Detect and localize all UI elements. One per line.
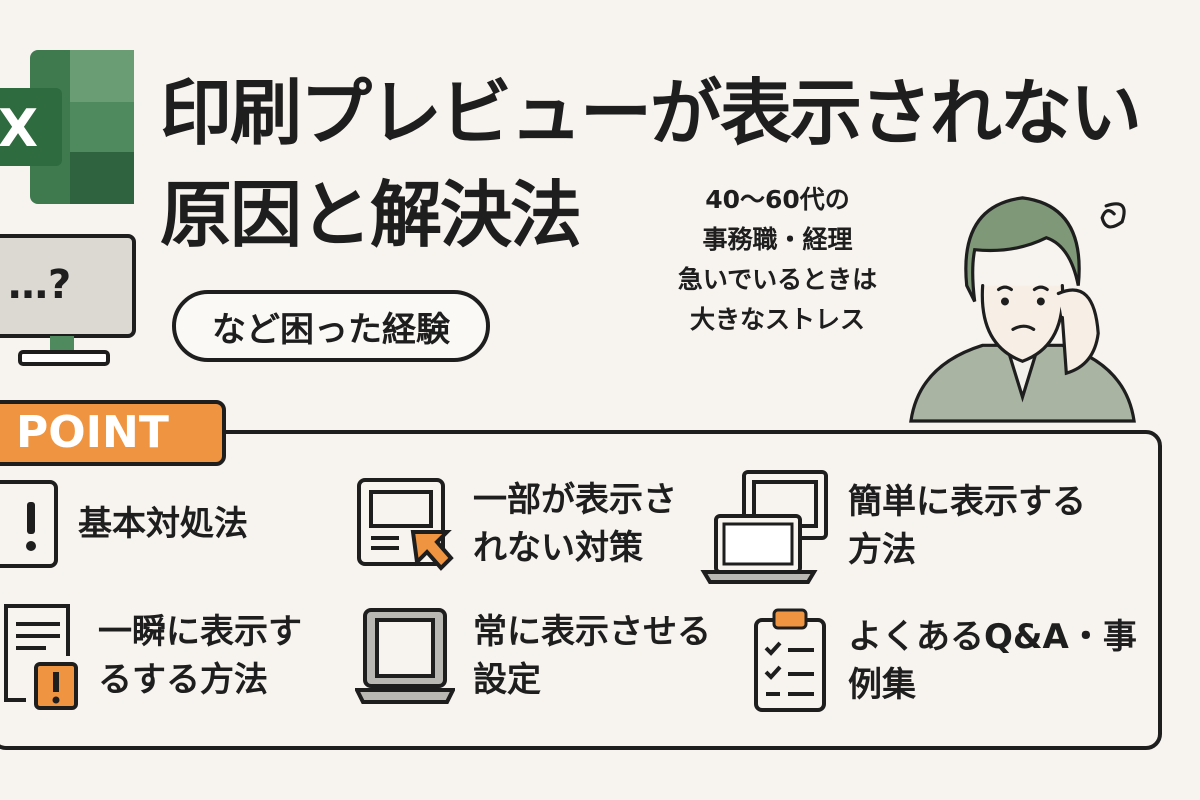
persona-line: 事務職・経理 — [702, 225, 853, 254]
excel-letter: X — [0, 99, 38, 159]
item-label: よくあるQ&A・事例集 — [848, 617, 1137, 705]
laptop-icon — [355, 608, 455, 704]
worried-person-illustration — [909, 196, 1136, 423]
point-item[interactable]: 常に表示させる設定 — [355, 606, 735, 706]
excel-logo-icon: X — [0, 50, 134, 204]
point-item[interactable]: よくあるQ&A・事例集 — [750, 606, 1150, 716]
item-label: 簡単に表示する方法 — [848, 482, 1086, 570]
point-label: POINT — [0, 400, 226, 466]
persona-text: 40～60代の 事務職・経理 急いでいるときは 大きなストレス — [670, 180, 885, 340]
speech-bubble: など困った経験 — [172, 290, 490, 362]
persona-line: 急いでいるときは — [677, 265, 878, 294]
document-warning-icon — [4, 604, 78, 710]
exclamation-icon — [0, 480, 58, 568]
item-label: 一部が表示されない対策 — [473, 480, 677, 568]
title-line-2: 原因と解決法 — [160, 173, 582, 257]
laptop-windows-icon — [700, 470, 828, 584]
monitor-text: …? — [8, 262, 72, 308]
item-label: 一瞬に表示するする方法 — [98, 612, 302, 700]
item-label: 基本対処法 — [78, 504, 248, 544]
page-title: 印刷プレビューが表示されない 原因と解決法 — [160, 62, 1142, 266]
screen-cursor-icon — [357, 478, 454, 571]
point-item[interactable]: 基本対処法 — [0, 478, 248, 570]
clipboard-checklist-icon — [754, 608, 826, 712]
point-item[interactable]: 一部が表示されない対策 — [355, 474, 705, 574]
persona-line: 40～60代の — [705, 185, 850, 214]
point-item[interactable]: 簡単に表示する方法 — [700, 468, 1140, 584]
persona-line: 大きなストレス — [689, 305, 865, 334]
monitor-icon — [0, 234, 136, 366]
points-panel — [0, 430, 1162, 750]
item-label: 常に表示させる設定 — [473, 612, 711, 700]
title-line-1: 印刷プレビューが表示されない — [160, 71, 1142, 155]
point-item[interactable]: 一瞬に表示するする方法 — [0, 600, 350, 712]
